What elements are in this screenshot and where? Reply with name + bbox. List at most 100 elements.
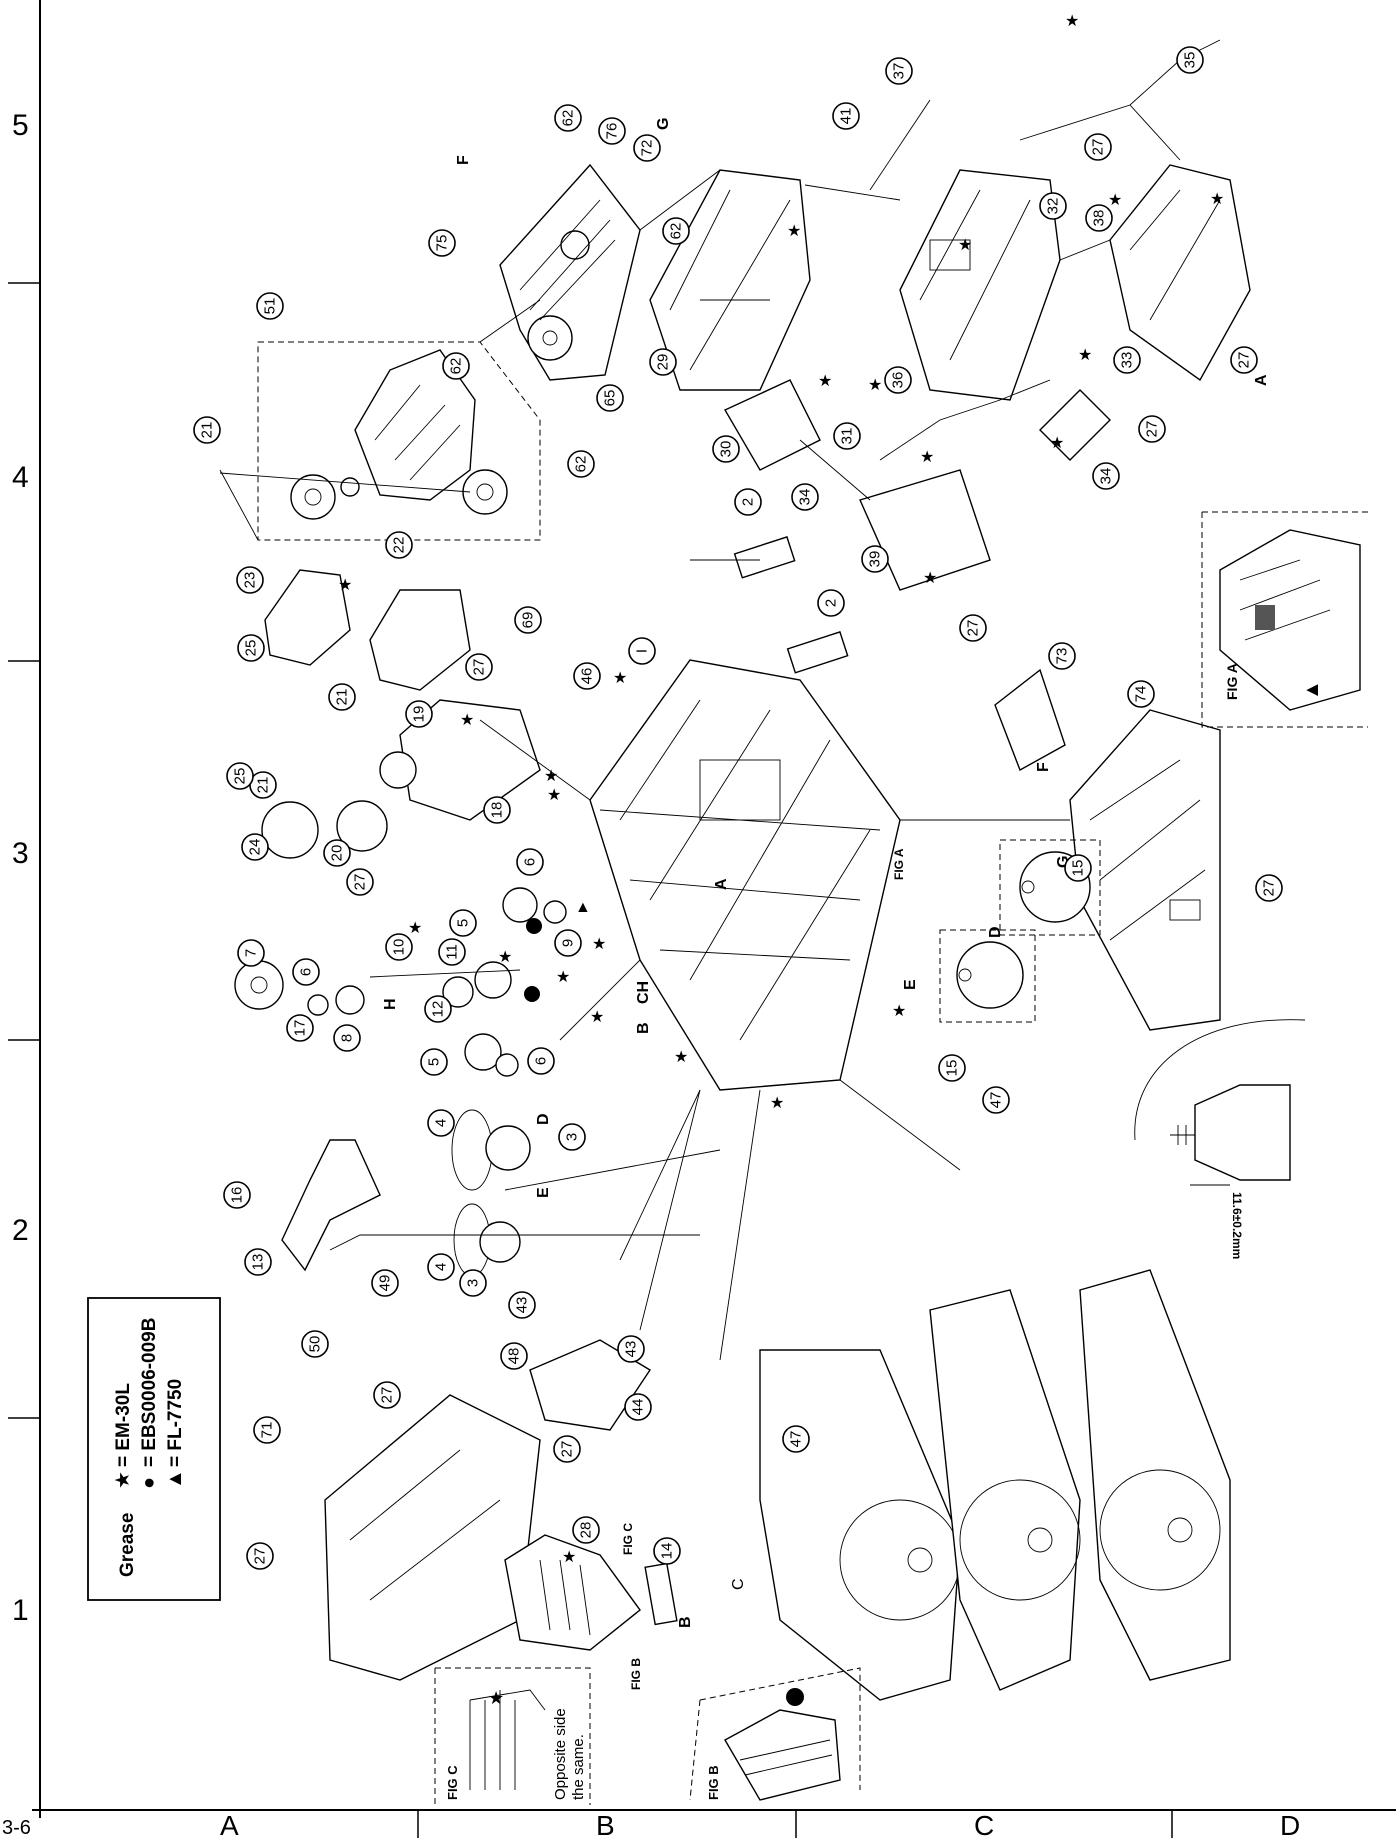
callout-27d: 27	[959, 614, 987, 642]
fig-a-triangle: ▲	[1301, 680, 1323, 700]
callout-number: 44	[630, 1399, 647, 1416]
col-label-b: B	[596, 1810, 615, 1838]
callout-19: 19	[405, 700, 433, 728]
fig-c-label-main: FIG C	[621, 1523, 635, 1555]
callout-number: 15	[944, 1060, 961, 1077]
callout-15b: 15	[938, 1054, 966, 1082]
callout-14: 14	[653, 1537, 681, 1565]
callout-73: 73	[1048, 642, 1076, 670]
callout-30: 30	[712, 435, 740, 463]
row-label-3: 3	[12, 837, 29, 870]
callout-I: I	[628, 637, 656, 665]
callout-3b: 3	[459, 1269, 487, 1297]
callout-25b: 25	[226, 762, 254, 790]
callout-number: 39	[867, 551, 884, 568]
callout-number: 24	[247, 839, 264, 856]
callout-number: 62	[560, 110, 577, 127]
part-2-tray-upper	[733, 536, 796, 579]
callout-number: 51	[262, 298, 279, 315]
callout-number: 21	[255, 777, 272, 794]
callout-27h: 27	[373, 1381, 401, 1409]
callout-25a: 25	[237, 634, 265, 662]
main-chassis	[589, 659, 901, 1091]
callout-number: 47	[788, 1431, 805, 1448]
callout-17: 17	[286, 1014, 314, 1042]
callout-number: 41	[838, 108, 855, 125]
leader-lines	[219, 169, 1111, 1361]
row-label-5: 5	[12, 109, 29, 142]
callout-75: 75	[428, 229, 456, 257]
callout-number: 31	[839, 428, 856, 445]
right-pcb	[1069, 709, 1221, 1031]
callout-50: 50	[301, 1330, 329, 1358]
callout-41: 41	[832, 102, 860, 130]
part-38-bracket	[1109, 164, 1251, 382]
part-51-group-box	[257, 341, 541, 541]
callout-43a: 43	[508, 1291, 536, 1319]
callout-number: 30	[718, 441, 735, 458]
callout-number: 21	[199, 422, 216, 439]
callout-9: 9	[554, 929, 582, 957]
callout-number: 10	[391, 939, 408, 956]
callout-27e: 27	[465, 653, 493, 681]
svg-text:★: ★	[958, 237, 972, 254]
svg-text:★: ★	[868, 377, 882, 394]
callout-3a: 3	[558, 1123, 586, 1151]
motor-lower	[939, 929, 1036, 1023]
callout-23: 23	[236, 566, 264, 594]
callout-62d: 62	[567, 450, 595, 478]
callout-number: 11	[444, 944, 461, 960]
callout-65: 65	[596, 384, 624, 412]
callout-number: 27	[252, 1548, 269, 1565]
callout-38: 38	[1085, 204, 1113, 232]
callout-43b: 43	[617, 1335, 645, 1363]
callout-number: 17	[292, 1020, 309, 1037]
callout-number: 73	[1054, 648, 1071, 665]
callout-22: 22	[385, 531, 413, 559]
callout-number: 4	[433, 1119, 450, 1127]
callout-number: 25	[232, 768, 249, 785]
fig-b-inset	[689, 1667, 861, 1801]
callout-number: 37	[891, 63, 908, 80]
callout-number: 34	[797, 489, 814, 506]
legend-text-fl7750: = FL-7750	[165, 1379, 186, 1467]
part-13-lever	[281, 1139, 381, 1272]
callout-number: 46	[579, 668, 596, 685]
col-label-d: D	[1280, 1810, 1300, 1838]
legend-symbol-triangle: ▲	[164, 1469, 186, 1489]
callout-34b: 34	[1092, 462, 1120, 490]
callout-27g: 27	[1255, 874, 1283, 902]
letter-e-2: E	[902, 979, 919, 990]
letter-ch: CH	[635, 981, 652, 1004]
callout-number: 15	[1070, 860, 1087, 877]
svg-text:★: ★	[1210, 191, 1224, 208]
callout-number: 16	[229, 1187, 246, 1204]
callout-74: 74	[1127, 680, 1155, 708]
callout-69: 69	[514, 606, 542, 634]
callout-8: 8	[333, 1024, 361, 1052]
callout-27c: 27	[1138, 415, 1166, 443]
callouts: 2 2 3 3 4 4 5 5 6 6 6 7 8 9 10 11 12 13 …	[193, 46, 1283, 1570]
svg-text:★: ★	[1078, 347, 1092, 364]
callout-6b: 6	[292, 958, 320, 986]
col-label-a: A	[220, 1810, 239, 1838]
gear-train	[234, 887, 567, 1077]
fig-a-label: FIG A	[1224, 663, 1240, 700]
svg-text:★: ★	[787, 223, 801, 240]
svg-text:★: ★	[1108, 192, 1122, 209]
callout-number: 47	[988, 1092, 1005, 1109]
svg-text:★: ★	[544, 768, 558, 785]
callout-number: 2	[740, 498, 757, 506]
callout-72: 72	[633, 134, 661, 162]
letter-c: C	[730, 1578, 747, 1590]
callout-4b: 4	[427, 1253, 455, 1281]
letter-f-1: F	[455, 155, 472, 165]
callout-39: 39	[861, 545, 889, 573]
fig-b-label: FIG B	[706, 1765, 721, 1800]
callout-number: 27	[379, 1387, 396, 1404]
callout-46: 46	[573, 662, 601, 690]
belt-pulley-lower	[453, 1203, 521, 1277]
callout-number: 48	[506, 1348, 523, 1365]
svg-text:★: ★	[674, 1049, 688, 1066]
callout-number: 7	[243, 949, 260, 957]
